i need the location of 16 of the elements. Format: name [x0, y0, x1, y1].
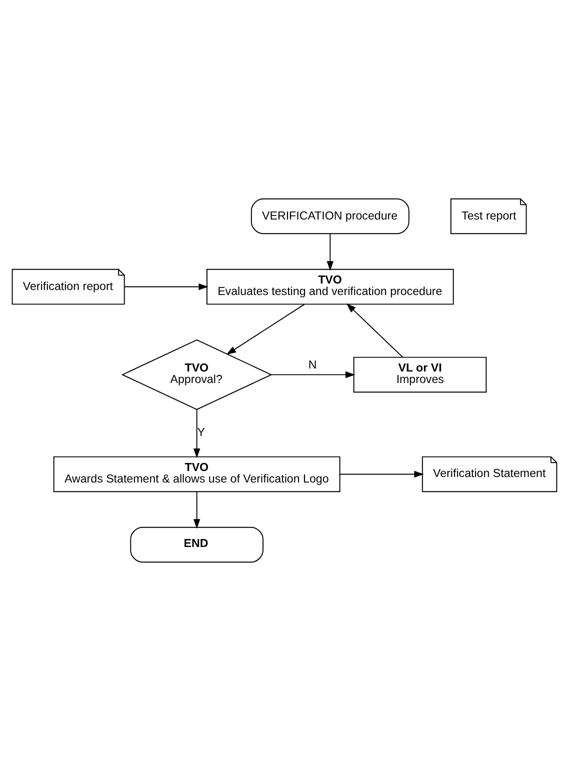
- node-box: VL or VI Improves: [353, 356, 487, 392]
- arrow: [226, 303, 305, 354]
- node-diamond: TVO Approval?: [121, 338, 272, 410]
- node-box: VERIFICATION procedure: [250, 198, 410, 234]
- node-box: END: [130, 526, 264, 562]
- edge-label: N: [308, 359, 317, 372]
- arrow: [340, 470, 424, 478]
- arrow: [270, 370, 356, 378]
- arrow: [346, 302, 404, 358]
- node-box: TVO Evaluates testing and verification procedure: [206, 268, 454, 304]
- arrow: [193, 408, 200, 458]
- arrow: [326, 232, 334, 270]
- arrow: [124, 282, 208, 290]
- arrow: [193, 490, 200, 528]
- node-box: TVO Awards Statement & allows use of Verification Logo: [53, 456, 340, 492]
- edge-label: Y: [197, 426, 206, 439]
